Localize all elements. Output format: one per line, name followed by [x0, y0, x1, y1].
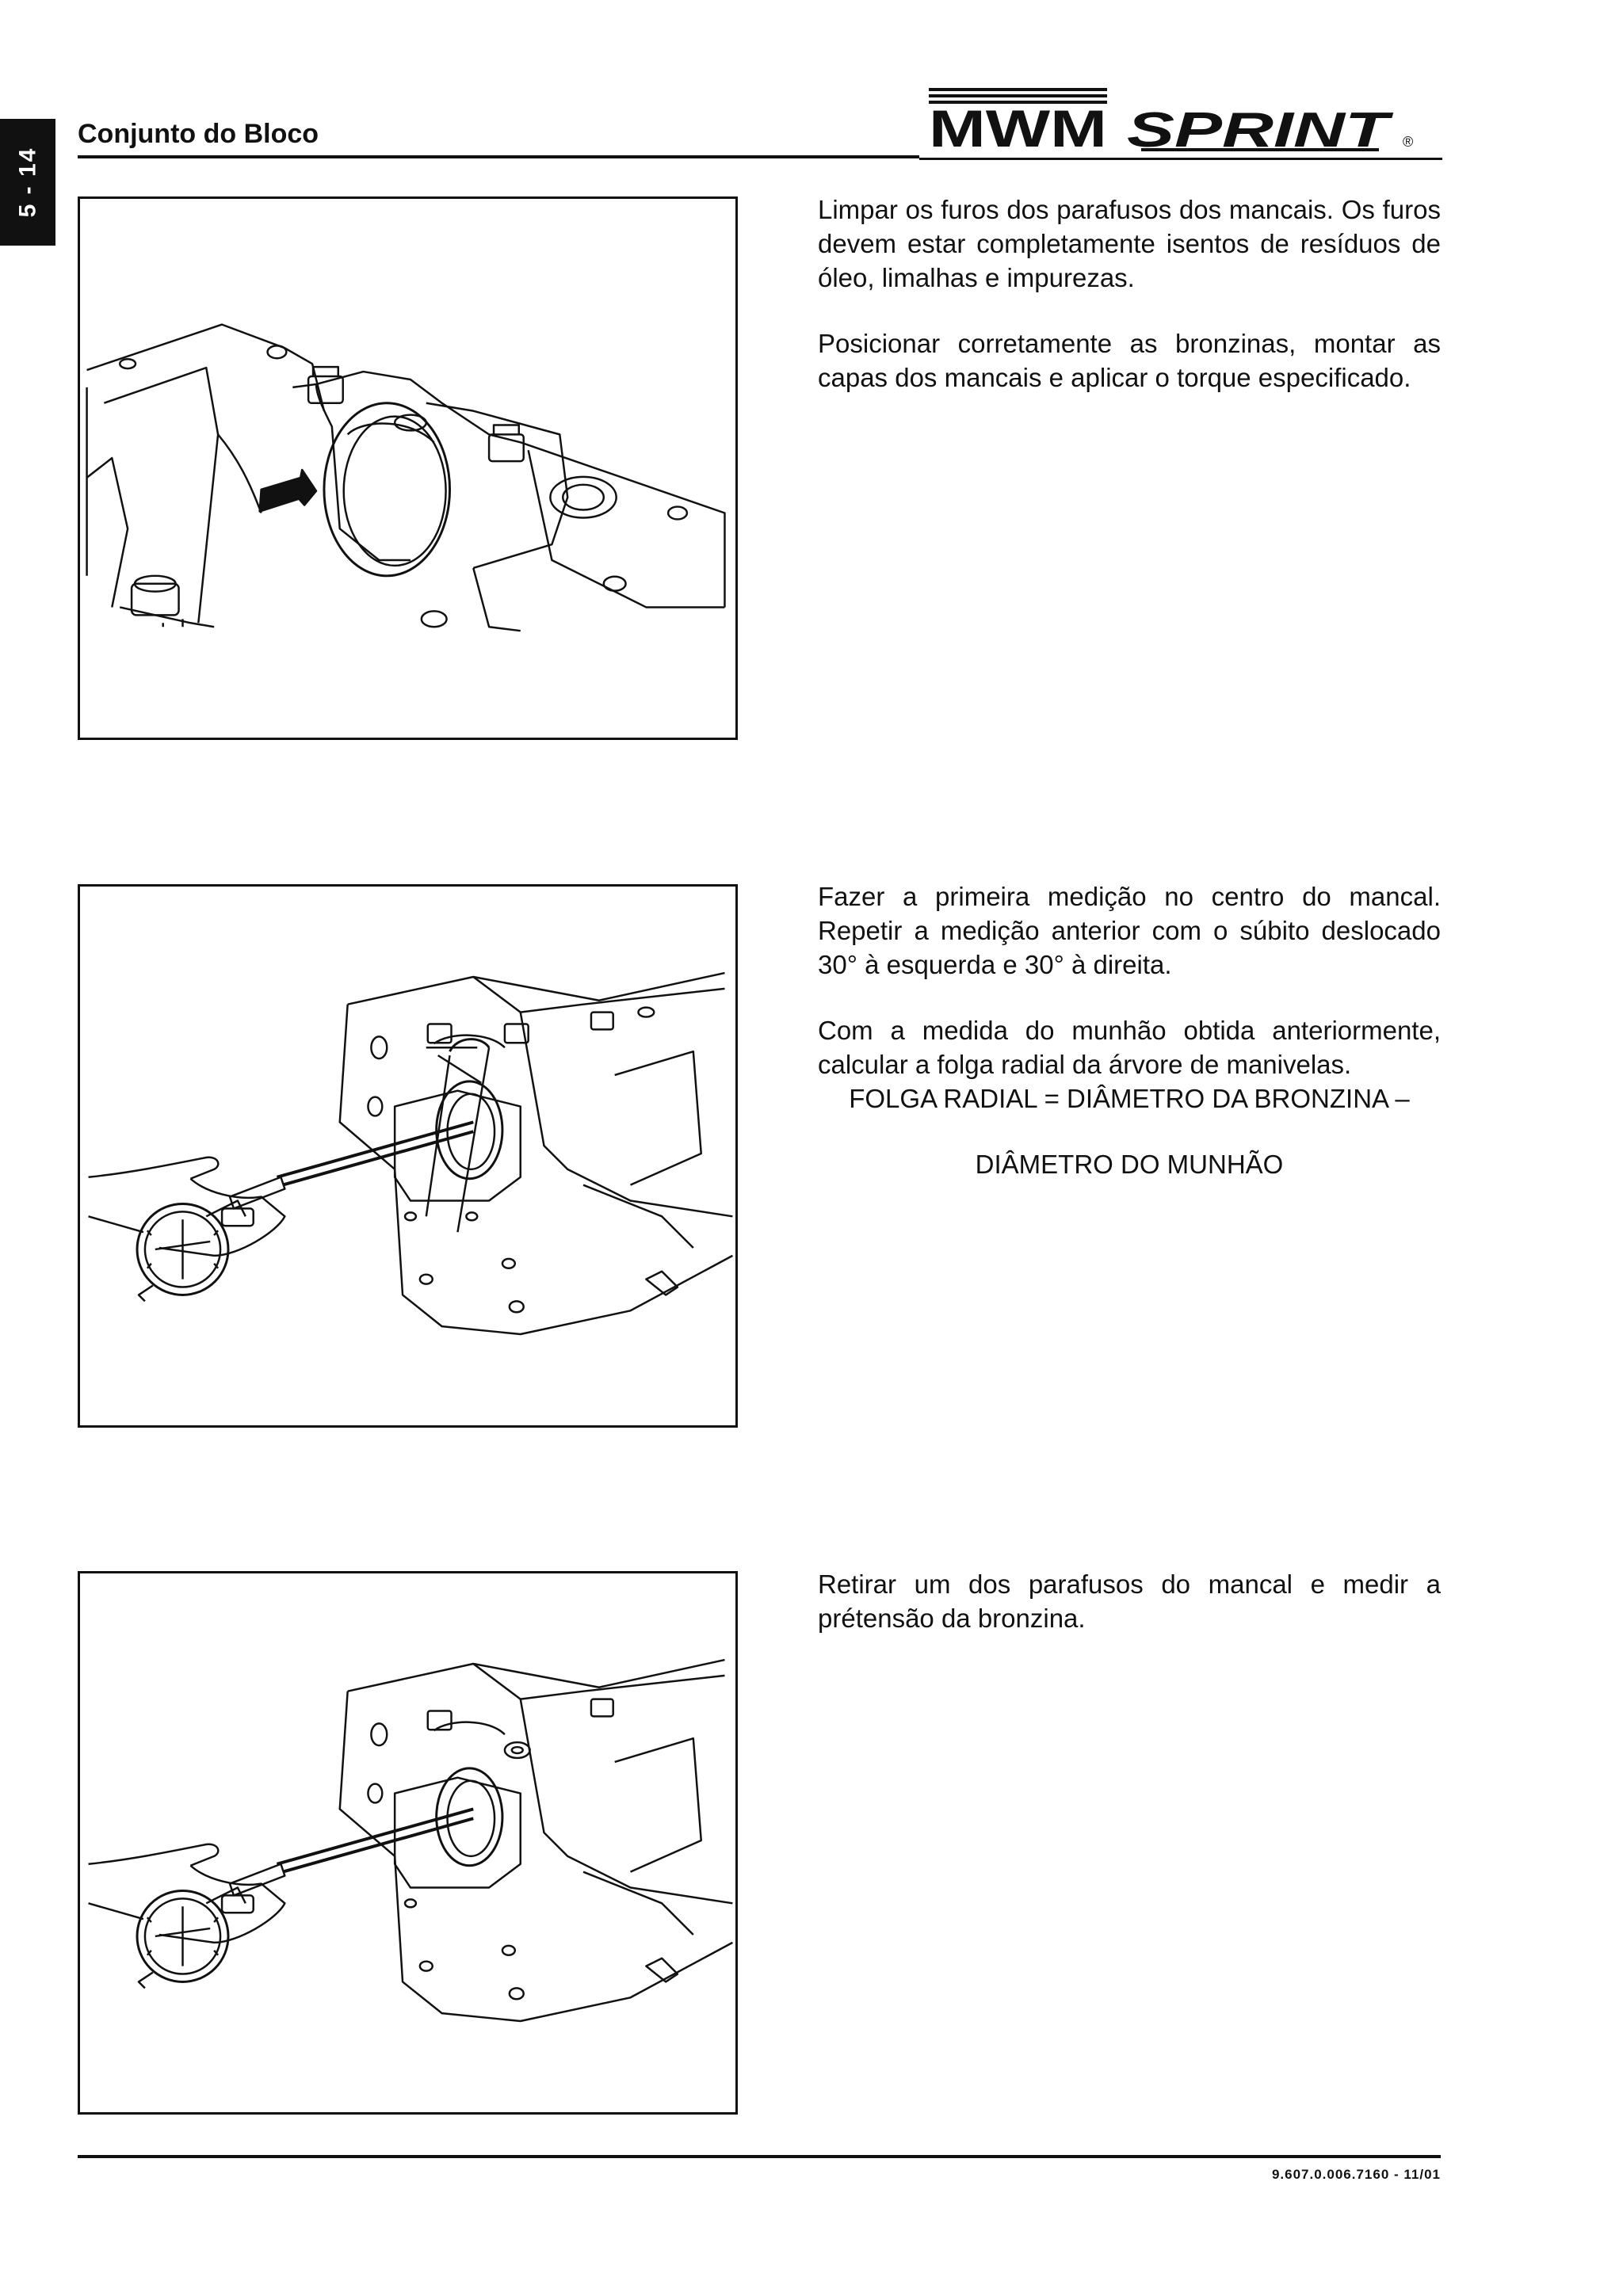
formula-line: FOLGA RADIAL = DIÂMETRO DA BRONZINA –	[849, 1084, 1410, 1113]
formula-line: DIÂMETRO DO MUNHÃO	[975, 1150, 1284, 1179]
figure-bearing-cap-installation	[78, 196, 738, 740]
instruction-paragraph: Posicionar corretamente as bronzinas, mo…	[818, 329, 1441, 392]
instruction-block-1: Limpar os furos dos parafusos dos mancai…	[818, 193, 1441, 426]
instruction-paragraph: Fazer a primeira medição no centro do ma…	[818, 882, 1441, 979]
header-rule	[78, 155, 919, 158]
footer-rule	[78, 2155, 1441, 2158]
instruction-block-2: Fazer a primeira medição no centro do ma…	[818, 879, 1441, 1213]
instruction-paragraph: Com a medida do munhão obtida anteriorme…	[818, 1016, 1441, 1079]
section-title: Conjunto do Bloco	[78, 119, 319, 149]
brand-logo: MWM SPRINT ®	[919, 88, 1442, 160]
figure-bearing-bore-measurement	[78, 884, 738, 1428]
instruction-paragraph: Limpar os furos dos parafusos dos mancai…	[818, 195, 1441, 292]
document-code: 9.607.0.006.7160 - 11/01	[1271, 2167, 1441, 2182]
page-number: 5 - 14	[14, 147, 40, 218]
figure-bearing-pretension-measurement	[78, 1571, 738, 2115]
registered-mark: ®	[1403, 134, 1413, 150]
brand-name: MWM	[929, 99, 1107, 158]
instruction-paragraph: Retirar um dos parafusos do mancal e med…	[818, 1569, 1441, 1633]
instruction-block-3: Retirar um dos parafusos do mancal e med…	[818, 1567, 1441, 1667]
page-number-tab: 5 - 14	[0, 119, 55, 246]
